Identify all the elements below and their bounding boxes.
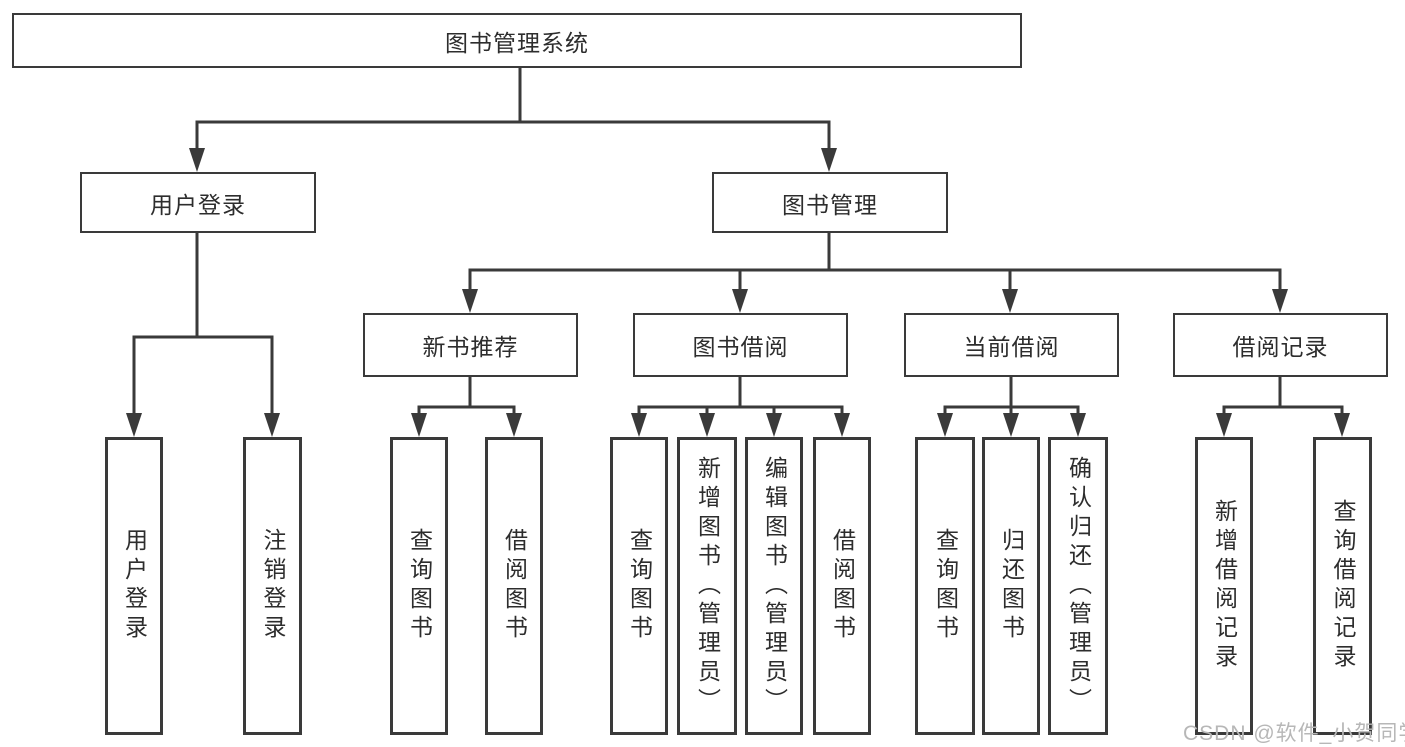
arrow-icon	[766, 413, 782, 437]
csdn-watermark: CSDN @软件_小贺同学	[1183, 722, 1405, 745]
connector-strokes	[132, 65, 1344, 419]
arrow-icon	[506, 413, 522, 437]
leaf-current-query: 查询图书	[915, 437, 975, 735]
leaf-query-borrow-record-label: 查询借阅记录	[1330, 499, 1356, 673]
arrow-icon	[1272, 289, 1288, 313]
leaf-return-book: 归还图书	[982, 437, 1040, 735]
leaf-newbook-borrow: 借阅图书	[485, 437, 543, 735]
leaf-newbook-query-label: 查询图书	[406, 528, 433, 644]
arrow-icon	[834, 413, 850, 437]
node-book-management: 图书管理	[712, 172, 948, 233]
leaf-edit-book-admin: 编辑图书（管理员）	[745, 437, 803, 735]
leaf-add-book-admin-label: 新增图书（管理员）	[694, 455, 721, 717]
connector-borrowrecord-children	[1222, 373, 1344, 419]
leaf-add-borrow-record: 新增借阅记录	[1195, 437, 1253, 735]
node-user-login-label: 用户登录	[150, 191, 246, 218]
arrow-icon	[189, 148, 205, 172]
node-root: 图书管理系统	[12, 13, 1022, 68]
arrow-icon	[1002, 289, 1018, 313]
node-borrow-records-label: 借阅记录	[1232, 334, 1329, 360]
leaf-borrow-query-label: 查询图书	[626, 528, 653, 644]
arrowheads	[126, 148, 1350, 437]
connector-bookmgmt-to-level3	[468, 229, 1282, 295]
arrow-icon	[411, 413, 427, 437]
leaf-return-book-label: 归还图书	[998, 528, 1025, 644]
arrow-icon	[1003, 413, 1019, 437]
connector-currentborrow-children	[943, 373, 1080, 419]
leaf-logout: 注销登录	[243, 437, 302, 735]
leaf-edit-book-admin-label: 编辑图书（管理员）	[761, 455, 788, 717]
node-book-borrow-label: 图书借阅	[692, 334, 789, 360]
arrow-icon	[264, 413, 280, 437]
leaf-borrow-book: 借阅图书	[813, 437, 871, 735]
leaf-user-login-label: 用户登录	[121, 528, 148, 644]
leaf-query-borrow-record: 查询借阅记录	[1313, 437, 1372, 735]
arrow-icon	[699, 413, 715, 437]
arrow-icon	[1070, 413, 1086, 437]
node-current-borrow: 当前借阅	[904, 313, 1119, 377]
connector-bookborrow-children	[637, 373, 844, 419]
arrow-icon	[1334, 413, 1350, 437]
leaf-current-query-label: 查询图书	[932, 528, 959, 644]
arrow-icon	[732, 289, 748, 313]
leaf-newbook-query: 查询图书	[390, 437, 448, 735]
arrow-icon	[631, 413, 647, 437]
connector-newbook-children	[417, 373, 516, 419]
connector-root-to-level2	[195, 65, 831, 154]
connector-userlogin-children	[132, 229, 274, 419]
leaf-borrow-query: 查询图书	[610, 437, 668, 735]
arrow-icon	[462, 289, 478, 313]
arrow-icon	[126, 413, 142, 437]
node-user-login: 用户登录	[80, 172, 316, 233]
node-new-book-recommend: 新书推荐	[363, 313, 578, 377]
node-borrow-records: 借阅记录	[1173, 313, 1388, 377]
leaf-user-login: 用户登录	[105, 437, 163, 735]
node-book-management-label: 图书管理	[782, 191, 878, 218]
leaf-confirm-return-admin-label: 确认归还（管理员）	[1065, 455, 1092, 717]
leaf-add-borrow-record-label: 新增借阅记录	[1211, 499, 1238, 673]
arrow-icon	[1216, 413, 1232, 437]
leaf-add-book-admin: 新增图书（管理员）	[677, 437, 737, 735]
node-current-borrow-label: 当前借阅	[963, 334, 1060, 360]
node-root-label: 图书管理系统	[445, 29, 589, 56]
leaf-confirm-return-admin: 确认归还（管理员）	[1048, 437, 1108, 735]
arrow-icon	[937, 413, 953, 437]
leaf-borrow-book-label: 借阅图书	[829, 528, 856, 644]
node-book-borrow: 图书借阅	[633, 313, 848, 377]
node-new-book-recommend-label: 新书推荐	[422, 334, 519, 360]
leaf-newbook-borrow-label: 借阅图书	[501, 528, 528, 644]
leaf-logout-label: 注销登录	[260, 528, 286, 644]
arrow-icon	[821, 148, 837, 172]
